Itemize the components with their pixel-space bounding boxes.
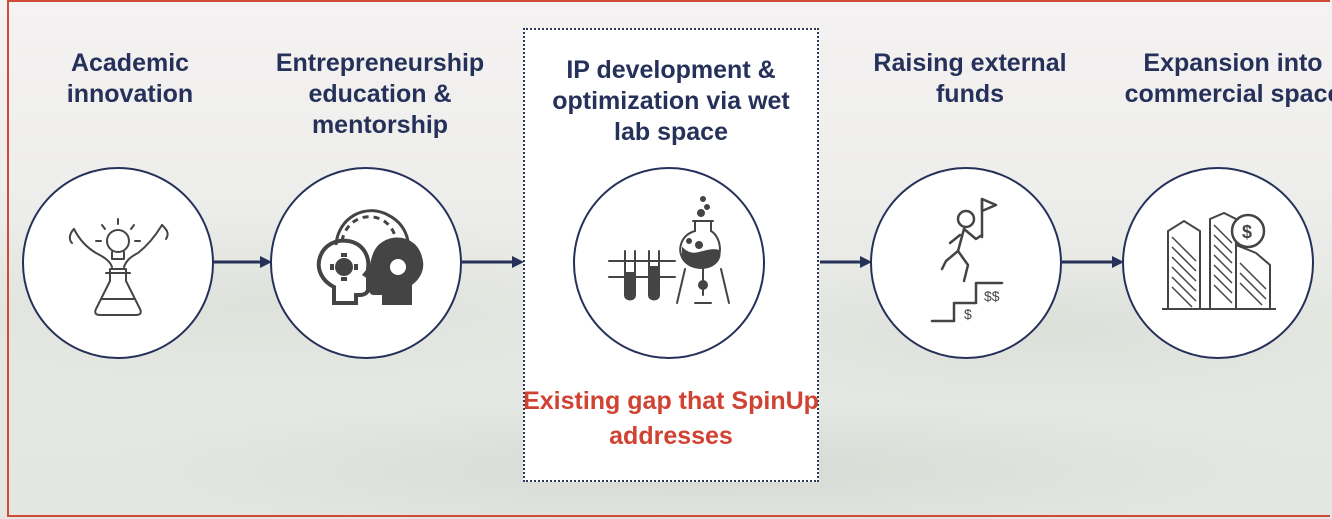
buildings-dollar-icon: $ (1162, 211, 1276, 310)
slide-frame (7, 0, 1330, 517)
step-circle-academic-innovation (22, 167, 214, 359)
arrow-1-to-2 (214, 256, 272, 268)
arrow-3-to-4 (820, 256, 872, 268)
test-tubes-flask-icon (608, 196, 730, 304)
step-circle-raising-funds: $ $$ (870, 167, 1062, 359)
step-circle-expansion: $ (1122, 167, 1314, 359)
climbing-stairs-money-icon: $ $$ (930, 197, 1004, 323)
step-label-entrepreneurship: Entrepreneurship education & mentorship (275, 49, 485, 139)
svg-text:$: $ (1242, 222, 1252, 242)
step-label-raising-funds: Raising external funds (873, 49, 1067, 108)
step-label-expansion: Expansion into commercial space (1124, 49, 1332, 108)
gap-note: Existing gap that SpinUp addresses (523, 387, 819, 450)
arrow-4-to-5 (1062, 256, 1124, 268)
step-label-ip-development: IP development & optimization via wet la… (552, 56, 790, 146)
step-circle-ip-development (573, 167, 765, 359)
step-label-academic-innovation: Academic innovation (66, 49, 194, 108)
svg-text:$: $ (964, 306, 972, 322)
step-circle-entrepreneurship (270, 167, 462, 359)
arrow-2-to-3 (462, 256, 524, 268)
svg-text:$$: $$ (984, 288, 1000, 304)
mentoring-heads-icon (316, 209, 424, 305)
lightbulb-flask-icon (68, 218, 169, 316)
